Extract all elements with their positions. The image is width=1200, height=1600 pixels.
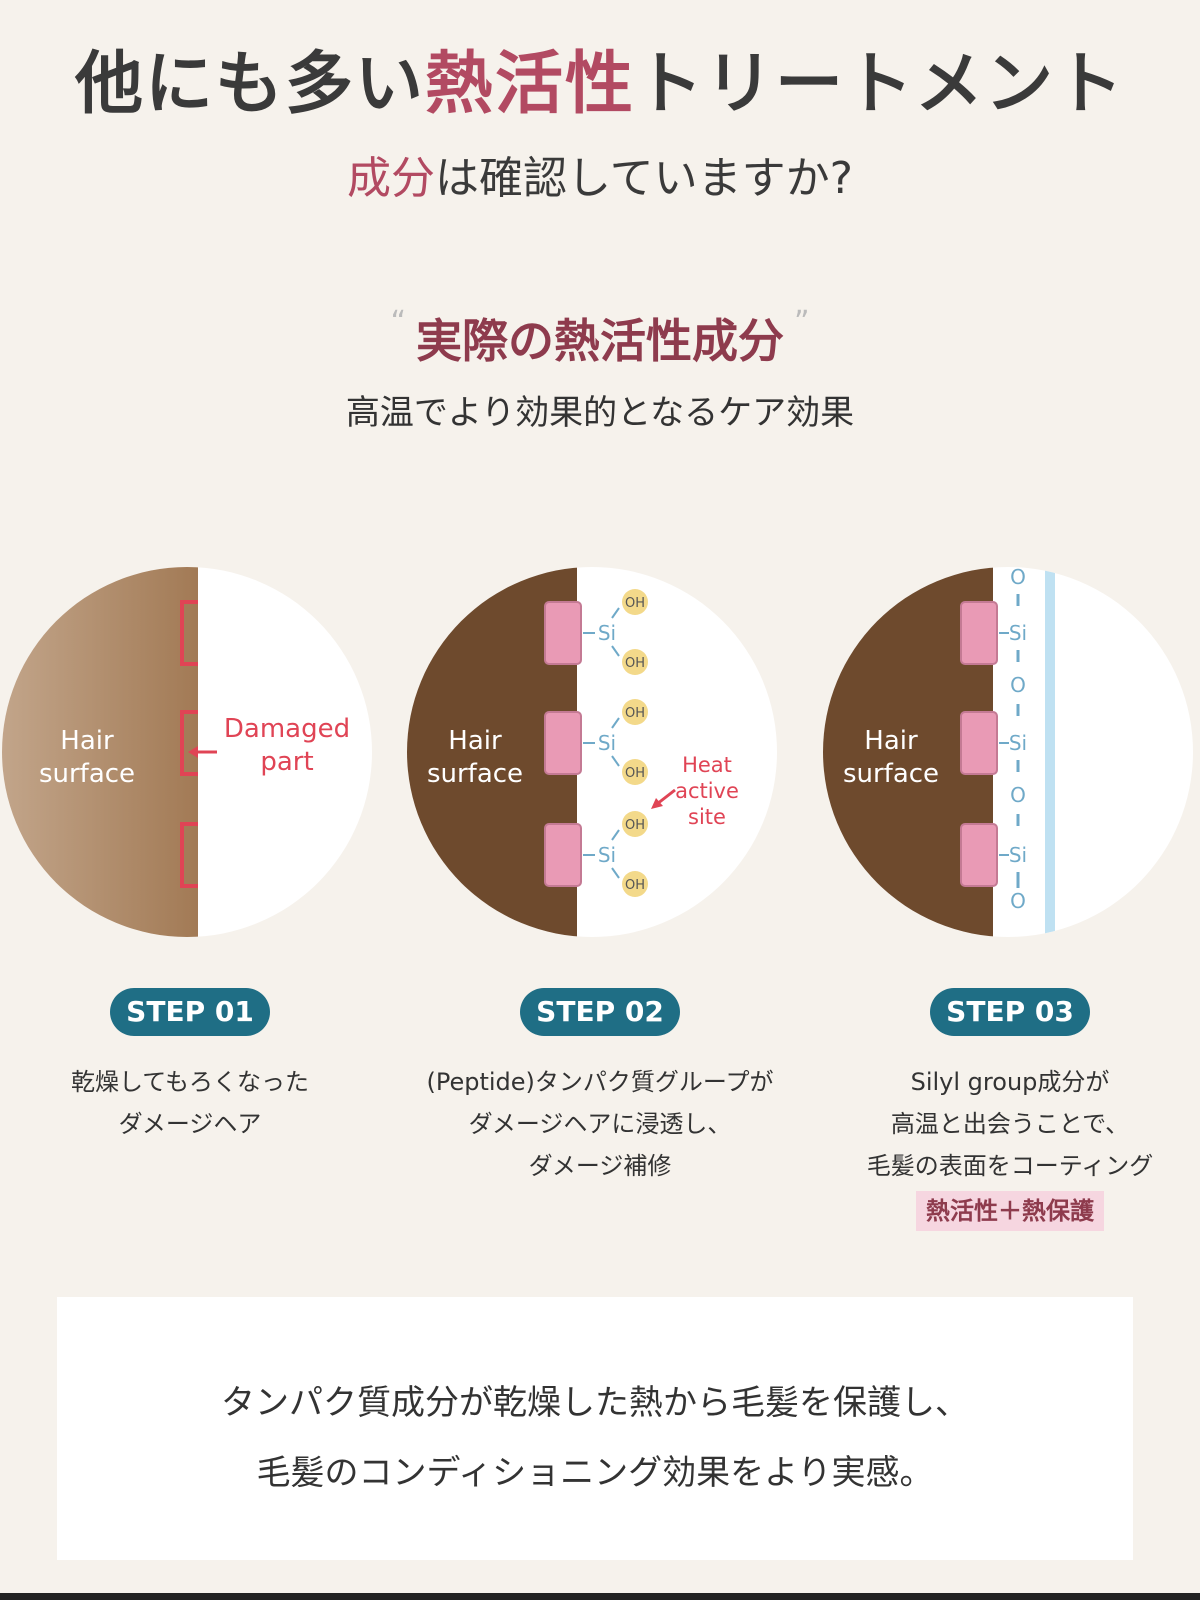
svg-text:OH: OH bbox=[625, 656, 645, 671]
step-03-badge: STEP 03 bbox=[930, 988, 1090, 1036]
svg-text:OH: OH bbox=[625, 818, 645, 833]
svg-text:O: O bbox=[1010, 673, 1026, 697]
siloxane-chain: O Si O Si O Si O bbox=[999, 565, 1027, 913]
svg-text:Si: Si bbox=[598, 621, 616, 645]
svg-text:O: O bbox=[1010, 565, 1026, 589]
coating-layer bbox=[1045, 567, 1055, 937]
svg-text:OH: OH bbox=[625, 706, 645, 721]
heat-label: Heat bbox=[682, 753, 732, 777]
step-03-description: Silyl group成分が 高温と出会うことで、 毛髪の表面をコーティング 熱… bbox=[820, 1061, 1200, 1232]
svg-text:Si: Si bbox=[598, 843, 616, 867]
svg-text:Si: Si bbox=[598, 731, 616, 755]
section-heading: “ 実際の熱活性成分 ” bbox=[0, 305, 1200, 371]
surface-label-1: surface bbox=[39, 759, 135, 789]
peptide-block bbox=[544, 823, 582, 887]
title-pre: 他にも多い bbox=[74, 45, 425, 124]
svg-text:OH: OH bbox=[625, 878, 645, 893]
summary-box: タンパク質成分が乾燥した熱から毛髪を保護し、 毛髪のコンディショニング効果をより… bbox=[57, 1297, 1133, 1560]
subtitle-rest: は確認していますか? bbox=[434, 153, 854, 204]
section-subheading: 高温でより効果的となるケア効果 bbox=[345, 393, 855, 433]
heat-protect-tag: 熱活性＋熱保護 bbox=[916, 1191, 1104, 1231]
svg-text:Si: Si bbox=[1009, 731, 1027, 755]
damaged-label: Damaged bbox=[224, 714, 350, 744]
hair-label-1: Hair bbox=[60, 726, 114, 756]
peptide-block bbox=[544, 601, 582, 665]
step-02-description: (Peptide)タンパク質グループが ダメージヘアに浸透し、 ダメージ補修 bbox=[426, 1068, 774, 1180]
silanol-group-3: Si OH OH bbox=[583, 811, 648, 897]
step1-diagram: Hair surface Damaged part bbox=[2, 567, 372, 937]
svg-text:Si: Si bbox=[1009, 843, 1027, 867]
svg-text:OH: OH bbox=[625, 596, 645, 611]
step-01-description: 乾燥してもろくなった ダメージヘア bbox=[70, 1068, 310, 1138]
hair-label-2: Hair bbox=[448, 726, 502, 756]
svg-text:OH: OH bbox=[625, 766, 645, 781]
subtitle-accent: 成分 bbox=[346, 153, 435, 204]
peptide-block bbox=[544, 711, 582, 775]
svg-text:O: O bbox=[1010, 889, 1026, 913]
part-label: part bbox=[260, 747, 313, 777]
damage-notches bbox=[180, 600, 198, 888]
summary-line-2: 毛髪のコンディショニング効果をより実感。 bbox=[256, 1453, 934, 1493]
surface-label-2: surface bbox=[427, 759, 523, 789]
step3-diagram: Hair surface O Si O Si O Si O bbox=[823, 565, 1193, 937]
step-01-badge: STEP 01 bbox=[110, 988, 270, 1036]
step-02-badge: STEP 02 bbox=[520, 988, 680, 1036]
svg-text:O: O bbox=[1010, 783, 1026, 807]
step2-diagram: Hair surface Si OH OH Si OH OH Si OH OH … bbox=[407, 567, 777, 937]
summary-line-1: タンパク質成分が乾燥した熱から毛髪を保護し、 bbox=[221, 1383, 969, 1423]
surface-label-3: surface bbox=[843, 759, 939, 789]
silanol-group-1: Si OH OH bbox=[583, 589, 648, 675]
title-accent: 熱活性 bbox=[424, 45, 635, 124]
section-heading-text: 実際の熱活性成分 bbox=[416, 314, 784, 368]
silanol-group-2: Si OH OH bbox=[583, 699, 648, 785]
svg-text:Si: Si bbox=[1009, 621, 1027, 645]
title-post: トリートメント bbox=[635, 45, 1126, 124]
open-quote: “ bbox=[390, 305, 406, 340]
close-quote: ” bbox=[794, 305, 810, 340]
site-label: site bbox=[688, 805, 726, 829]
heat-arrow bbox=[656, 788, 676, 806]
hair-label-3: Hair bbox=[864, 726, 918, 756]
page-subtitle: 成分は確認していますか? bbox=[0, 142, 1200, 206]
active-label: active bbox=[675, 779, 739, 803]
bottom-divider bbox=[0, 1593, 1200, 1600]
page-title: 他にも多い熱活性トリートメント bbox=[0, 28, 1200, 127]
